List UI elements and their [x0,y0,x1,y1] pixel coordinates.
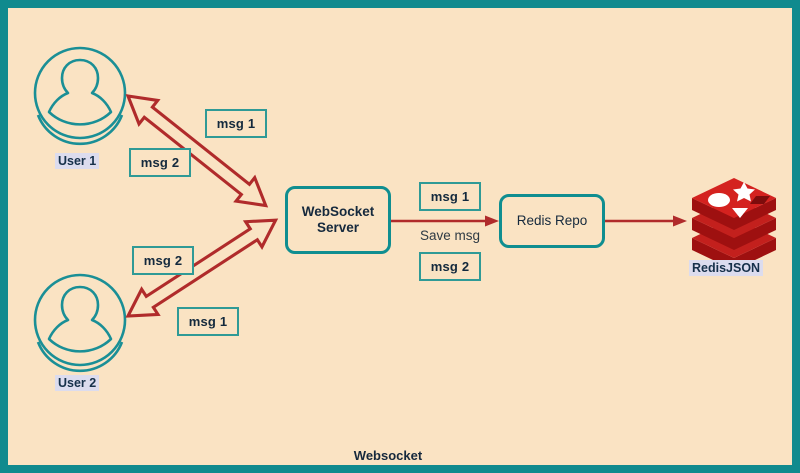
websocket-server-line2: Server [316,220,360,235]
arrow-user2-server [125,218,279,318]
msgbox-server-top[interactable]: msg 1 [419,182,481,211]
arrow-user1-server [125,94,269,208]
msgbox-user2-top[interactable]: msg 2 [132,246,194,275]
arrow-server-redisrepo [390,215,499,227]
diagram-graphics-layer [33,46,776,373]
msgbox-user1-top[interactable]: msg 1 [205,109,267,138]
redis-repo-label: Redis Repo [516,213,588,229]
user-avatar-icon-1 [33,46,127,146]
arrow-redisrepo-redisjson [605,215,687,227]
user-avatar-icon-2 [33,273,127,373]
user-2-label: User 2 [55,375,100,391]
msgbox-user1-bottom[interactable]: msg 2 [129,148,191,177]
diagram-title: Websocket [353,448,423,463]
redis-repo-node[interactable]: Redis Repo [499,194,605,248]
msgbox-user2-bottom[interactable]: msg 1 [177,307,239,336]
msgbox-server-bottom[interactable]: msg 2 [419,252,481,281]
websocket-server-line1: WebSocket [301,204,375,220]
redis-stack-logo [692,178,776,270]
websocket-server-label: WebSocket Server [302,204,375,236]
user-1-label: User 1 [55,153,100,169]
diagram-stage: User 1 User 2 msg 1 msg 2 msg 2 msg 1 We… [8,8,792,465]
websocket-server-node[interactable]: WebSocket Server [285,186,391,254]
redisjson-label: RedisJSON [689,260,764,276]
save-msg-edge-label: Save msg [420,228,481,243]
